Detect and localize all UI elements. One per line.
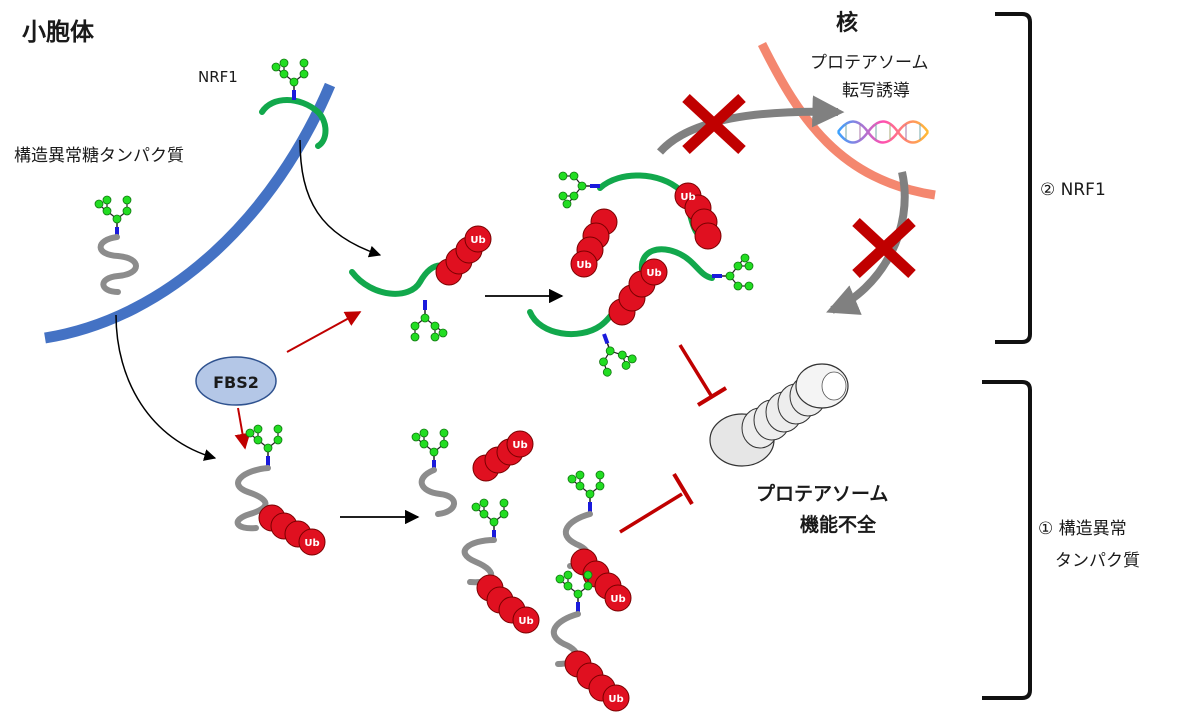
sugar-chain-icon — [566, 469, 606, 514]
fbs2-node — [195, 356, 277, 406]
section1-label-line1: ① 構造異常 — [1038, 519, 1127, 539]
sugar-chain-icon — [244, 423, 284, 468]
ubiquitin-label: Ub — [470, 235, 485, 246]
sugar-chain-icon — [409, 298, 449, 343]
arrow-to-nucleus-blocked — [657, 95, 845, 155]
fbs2-label: FBS2 — [213, 373, 259, 392]
ubiquitin-chain: Ub — [472, 430, 534, 482]
dna-icon — [836, 120, 930, 144]
sugar-chain-icon — [270, 57, 310, 102]
transcription-label-line1: プロテアソーム — [810, 53, 929, 73]
sugar-chain-icon — [710, 252, 755, 292]
nrf1-protein-polyub-b — [638, 246, 715, 281]
section2-label: ② NRF1 — [1040, 180, 1106, 200]
arrow-fbs2-to-misfolded — [234, 407, 251, 450]
ubiquitin-chain: Ub — [570, 208, 618, 278]
ubiquitin-label: Ub — [576, 260, 591, 271]
section1-bracket — [982, 380, 1032, 700]
ubiquitin-chain: Ub — [476, 574, 540, 634]
nrf1-label: NRF1 — [198, 68, 238, 86]
nrf1-protein-er — [259, 97, 329, 149]
arrow-fbs2-to-nrf1 — [286, 311, 362, 353]
ubiquitin-chain: Ub — [258, 504, 326, 556]
proteasome-icon — [709, 363, 849, 467]
arrow-nrf1-retrotranslocation — [299, 139, 382, 258]
dysfunction-label-line2: 機能不全 — [800, 513, 877, 536]
sugar-chain-icon — [410, 427, 450, 472]
nucleus-label: 核 — [836, 10, 858, 36]
misfolded-protein-polyub — [234, 465, 271, 532]
ubiquitin-label: Ub — [518, 616, 533, 627]
ubiquitin-label: Ub — [610, 594, 625, 605]
ubiquitin-label: Ub — [512, 440, 527, 451]
er-membrane — [44, 82, 336, 344]
inhibition-mark-misfolded — [619, 472, 694, 534]
sugar-chain-icon — [554, 569, 594, 614]
block-x-icon — [852, 217, 916, 279]
sugar-chain-icon — [588, 324, 641, 380]
sugar-chain-icon — [93, 194, 133, 239]
er-label: 小胞体 — [22, 18, 95, 46]
ubiquitin-label: Ub — [608, 694, 623, 705]
ubiquitin-label: Ub — [646, 268, 661, 279]
misfolded-label: 構造異常糖タンパク質 — [14, 146, 184, 166]
arrow-misfolded-retrotranslocation — [115, 314, 217, 461]
dysfunction-label-line1: プロテアソーム — [756, 482, 888, 505]
transcription-label-line2: 転写誘導 — [842, 81, 910, 101]
ubiquitin-chain: Ub — [564, 650, 630, 712]
misfolded-protein-cluster-a — [418, 467, 457, 517]
misfolded-protein-er — [97, 234, 139, 295]
section1-label-line2: タンパク質 — [1055, 551, 1140, 571]
ubiquitin-label: Ub — [304, 538, 319, 549]
ubiquitin-chain: Ub — [674, 182, 722, 250]
ubiquitin-label: Ub — [680, 192, 695, 203]
block-x-icon — [682, 93, 746, 155]
ubiquitin-chain: Ub — [608, 258, 668, 326]
sugar-chain-icon — [470, 497, 510, 542]
inhibition-mark-nrf1 — [678, 344, 728, 407]
nrf1-protein-cytosol — [349, 262, 447, 297]
section2-bracket — [995, 12, 1032, 344]
ubiquitin-chain: Ub — [570, 548, 632, 612]
sugar-chain-icon — [557, 170, 602, 210]
ubiquitin-chain: Ub — [435, 225, 492, 286]
